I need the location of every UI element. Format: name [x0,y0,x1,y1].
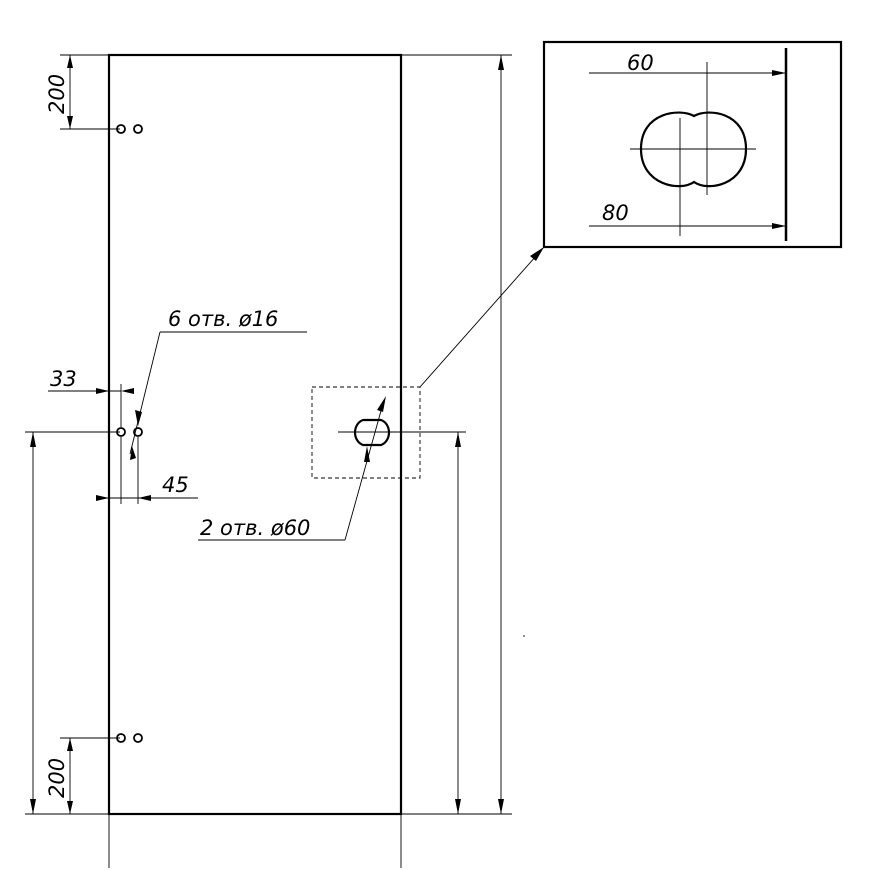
detail-large-hole [639,111,748,188]
arrow-head [67,116,73,129]
arrow-head [67,738,73,751]
small-hole [116,124,126,134]
arrow-head [67,801,73,814]
detail-callout-region [311,386,421,479]
arrow-head [772,223,786,229]
arrow-head [135,410,142,426]
arrow-head [30,799,36,814]
dim-label-edge-offset: 33 [50,367,77,391]
arrow-head [455,799,461,814]
door-panel-outline [107,53,403,816]
dim-label-top-offset: 200 [45,74,69,114]
arrow-head [96,495,109,501]
small-hole [133,124,143,134]
arrow-head [498,55,504,70]
small-hole [133,427,143,437]
small-hole [116,733,126,743]
dim-label-bottom-offset: 200 [45,758,69,798]
arrow-head [772,70,786,76]
arrow-head [67,55,73,68]
arrow-head [130,446,136,460]
arrow-head [30,432,36,447]
dim-label-hole-spacing: 45 [162,473,189,497]
detail-dim-label-80: 80 [602,201,629,225]
arrow-head [96,388,109,394]
arrow-head [138,495,151,501]
small-hole [133,733,143,743]
detail-dim-label-60: 60 [627,51,654,75]
detail-leader-line [419,246,545,388]
leader-small-holes [129,331,161,455]
detail-view-box [542,40,843,249]
dot-mark [523,635,525,637]
arrow-head [364,446,370,462]
note-small-holes: 6 отв. ø16 [168,307,278,331]
small-hole [116,427,126,437]
leader-large-holes [344,399,385,541]
arrow-head [377,396,386,412]
note-large-holes: 2 отв. ø60 [200,516,310,540]
large-hole-pair [353,418,391,447]
arrow-head [455,432,461,447]
arrow-head [121,388,134,394]
arrow-head [498,799,504,814]
arrow-head [530,247,544,261]
